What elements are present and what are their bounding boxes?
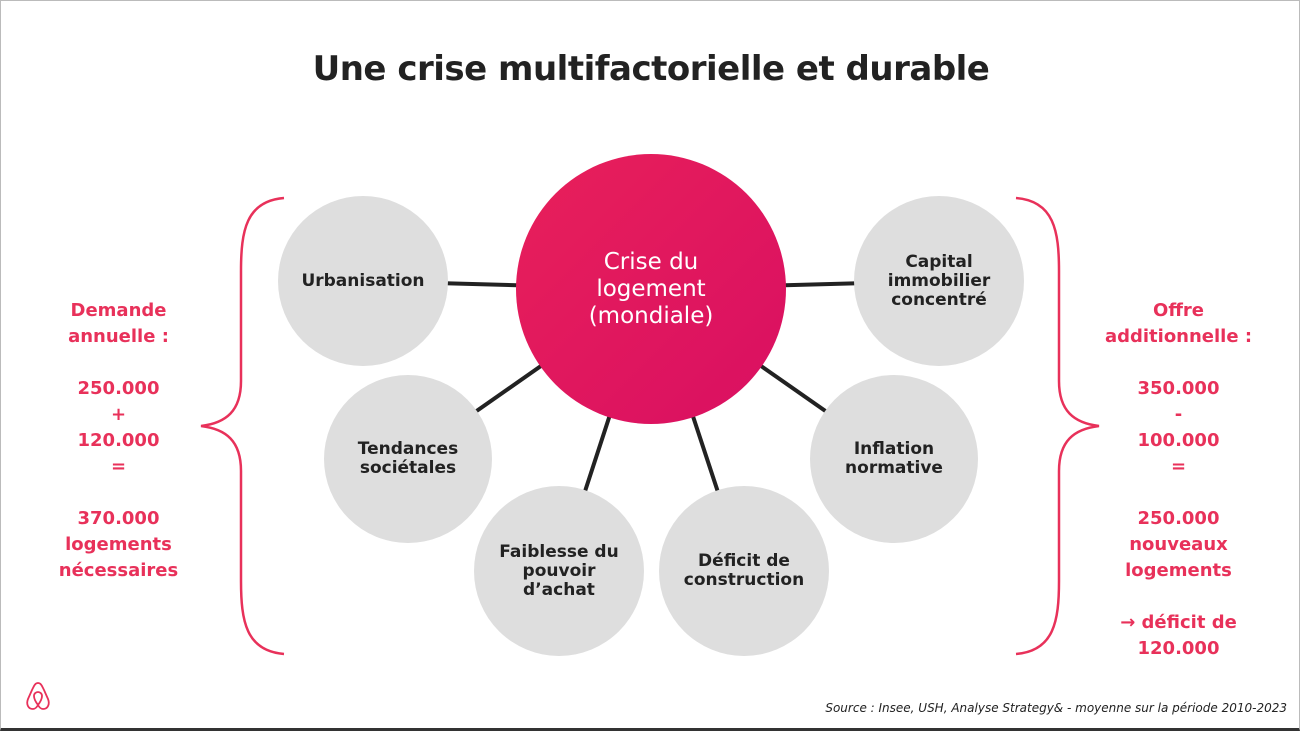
factor-label: Faiblesse du (499, 541, 619, 562)
supply-line: nouveaux (1129, 534, 1228, 555)
supply-panel: Offre additionnelle : 350.000 - 100.000 = 250.… (1091, 298, 1266, 662)
factor-label: Tendances (357, 439, 459, 459)
demand-line (31, 350, 206, 376)
source-note: Source : Insee, USH, Analyse Strategy& -… (825, 701, 1287, 715)
demand-line: 250.000 (77, 378, 160, 399)
supply-line (1091, 350, 1266, 376)
left-brace (200, 196, 285, 656)
supply-line: logements (1125, 560, 1232, 581)
factor-label: Capital (905, 251, 973, 272)
demand-line: nécessaires (58, 560, 179, 581)
factor-label: normative (845, 458, 943, 478)
demand-panel: Demande annuelle : 250.000 +120.000 = 370.000… (31, 298, 206, 584)
center-node-crise-logement: Crise du logement (mondiale) (516, 154, 786, 424)
slide-title: Une crise multifactorielle et durable (312, 49, 990, 89)
supply-line: - (1174, 404, 1183, 425)
supply-line: → déficit de (1120, 612, 1237, 633)
demand-line: = (110, 456, 127, 477)
center-label: (mondiale) (588, 302, 714, 329)
demand-line: annuelle : (68, 326, 169, 347)
factor-label: d’achat (523, 579, 595, 600)
supply-line: additionnelle : (1104, 326, 1253, 347)
demand-line (31, 480, 206, 506)
factor-label: Déficit de (698, 551, 790, 571)
supply-line: 250.000 (1137, 508, 1220, 529)
supply-line (1091, 480, 1266, 506)
factor-label: pouvoir (522, 560, 596, 581)
demand-line: 370.000 (77, 508, 160, 529)
supply-line: = (1170, 456, 1187, 477)
airbnb-logo-icon (26, 682, 50, 710)
center-label: Crise du (603, 248, 699, 275)
supply-line: 120.000 (1137, 638, 1220, 659)
factor-label: immobilier (887, 270, 991, 291)
factor-label: Inflation (853, 439, 935, 459)
right-brace (1015, 196, 1100, 656)
factor-label: construction (683, 570, 805, 590)
factor-label: Urbanisation (301, 270, 425, 291)
demand-line: Demande (70, 300, 167, 321)
demand-line: 120.000 (77, 430, 160, 451)
supply-line: 350.000 (1137, 378, 1220, 399)
factor-urbanisation: Urbanisation (278, 196, 448, 366)
supply-line (1091, 584, 1266, 610)
supply-line: 100.000 (1137, 430, 1220, 451)
center-label: logement (596, 275, 706, 302)
factor-label: sociétales (359, 458, 457, 478)
demand-line: logements (65, 534, 172, 555)
factor-label: concentré (891, 289, 987, 310)
demand-line: + (110, 404, 127, 425)
supply-line: Offre (1153, 300, 1204, 321)
